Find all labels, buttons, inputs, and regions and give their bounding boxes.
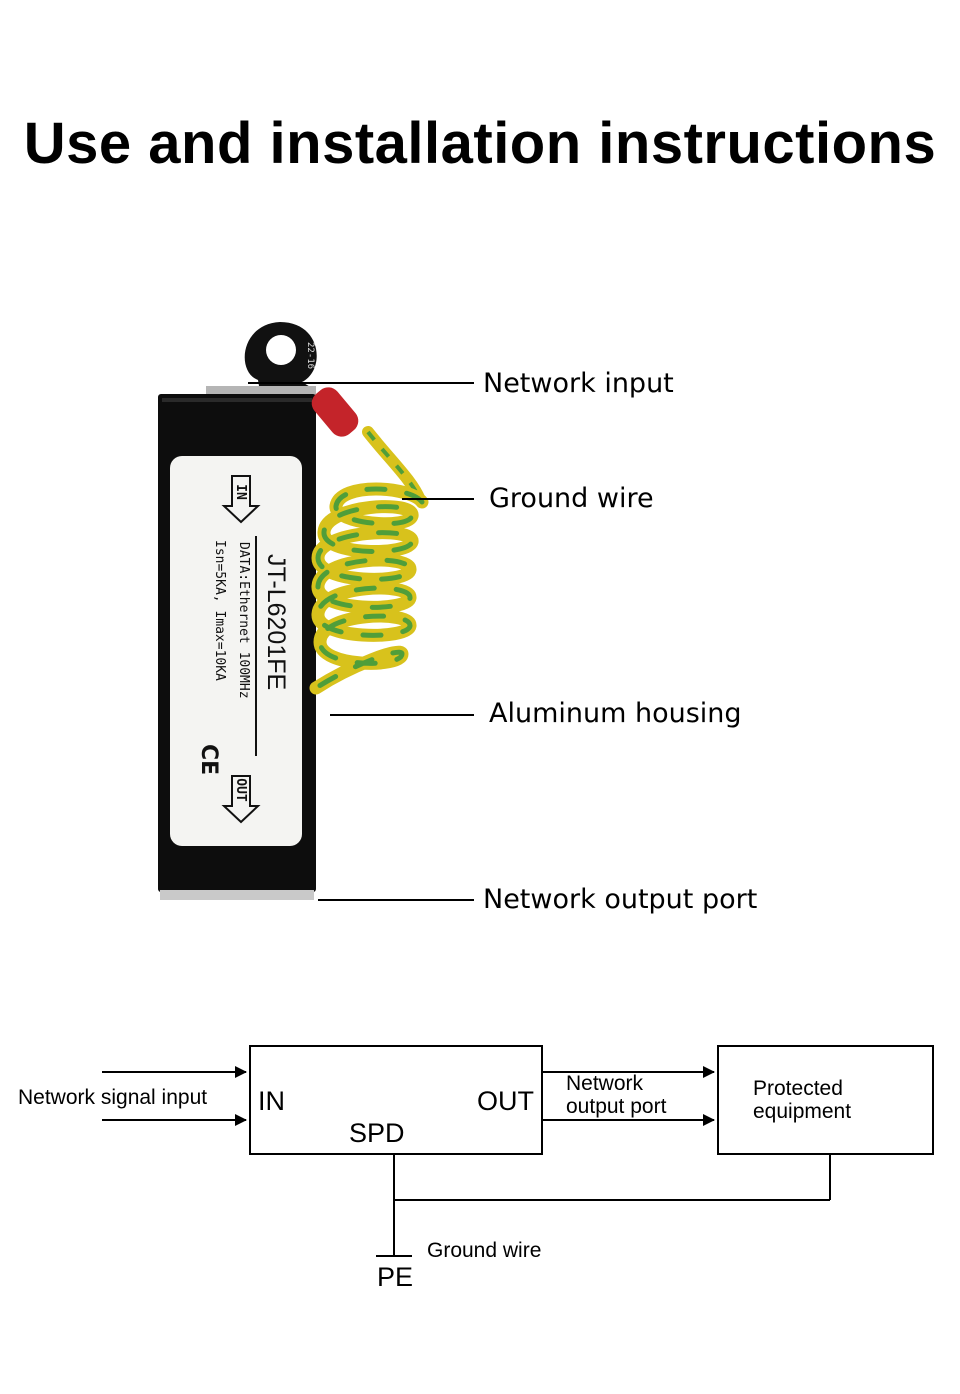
network-signal-input-label: Network signal input: [18, 1086, 208, 1109]
spec-line-data: DATA:Ethernet 100MHz: [236, 542, 251, 699]
diagram-ground-wire-label: Ground wire: [427, 1239, 542, 1262]
surge-protector-illustration: 22-16 IN OUT JT-L6201FE DATA:Ethernet 10…: [158, 322, 429, 900]
ring-lug: 22-16: [244, 322, 317, 392]
spd-out-label: OUT: [477, 1086, 534, 1116]
label-network-input: Network input: [483, 368, 674, 399]
callout-line-ground-wire: [402, 498, 474, 500]
ce-mark-icon: CE: [196, 744, 221, 775]
callout-line-network-input: [248, 382, 474, 384]
spd-label: SPD: [349, 1118, 405, 1148]
network-output-port-line2: output port: [566, 1095, 667, 1118]
input-port-metal: [206, 386, 316, 396]
in-marker: IN: [233, 484, 248, 500]
label-network-output-port: Network output port: [483, 884, 758, 915]
spd-in-label: IN: [258, 1086, 285, 1116]
spec-line-current: Isn=5KA, Imax=10KA: [212, 540, 227, 681]
wiring-diagram: Network signal input IN OUT SPD Network …: [0, 1020, 960, 1320]
in-arrow-icon: IN: [221, 475, 261, 524]
callout-line-network-output-port: [318, 899, 474, 901]
ground-wire-coil: [309, 387, 429, 695]
pe-label: PE: [377, 1262, 414, 1292]
network-output-port-line1: Network: [566, 1072, 644, 1095]
protected-equipment-box: [717, 1045, 934, 1155]
label-aluminum-housing: Aluminum housing: [489, 698, 742, 729]
page-title: Use and installation instructions: [23, 111, 937, 176]
label-ground-wire: Ground wire: [489, 483, 654, 514]
callout-line-aluminum-housing: [330, 714, 474, 716]
model-number: JT-L6201FE: [262, 554, 290, 690]
output-port-metal: [160, 890, 314, 900]
label-panel: [170, 456, 302, 846]
out-arrow-icon: OUT: [221, 775, 261, 824]
out-marker: OUT: [233, 778, 248, 802]
protected-equipment-line1: Protected: [753, 1077, 843, 1100]
spd-box: [249, 1045, 543, 1155]
lug-marking: 22-16: [305, 342, 315, 369]
protected-equipment-line2: equipment: [753, 1100, 852, 1123]
red-terminal: [311, 387, 359, 437]
